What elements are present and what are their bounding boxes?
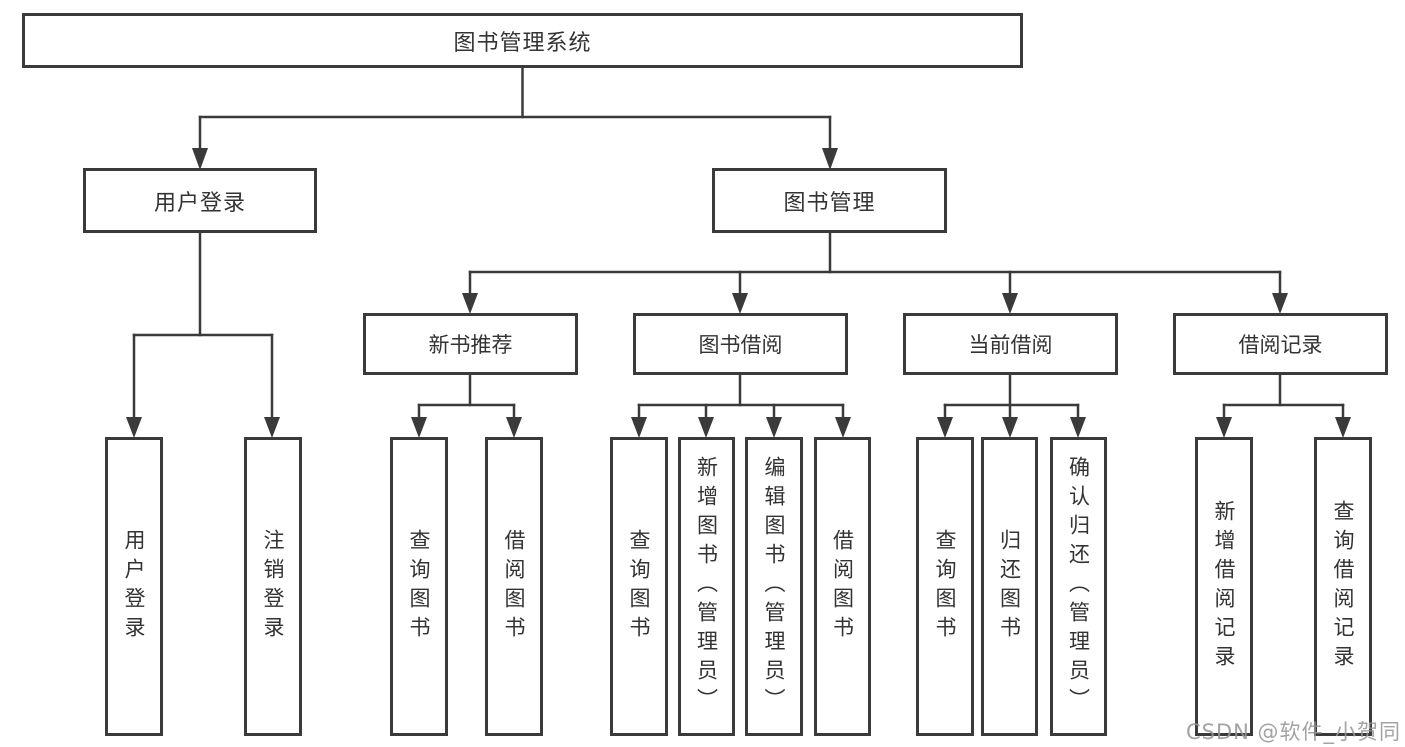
node-book-management: 图书管理 <box>712 168 947 233</box>
leaf-add-borrow-record: 新增借阅记录 <box>1195 437 1253 736</box>
node-borrowing-records: 借阅记录 <box>1173 313 1388 375</box>
node-book-borrowing: 图书借阅 <box>633 313 848 375</box>
leaf-logout: 注销登录 <box>244 437 302 736</box>
node-root: 图书管理系统 <box>22 13 1023 68</box>
leaf-return-book: 归还图书 <box>981 437 1038 736</box>
leaf-borrow-books: 借阅图书 <box>814 437 871 736</box>
arrowheads <box>126 148 1351 438</box>
node-new-book-recommend: 新书推荐 <box>363 313 578 375</box>
leaf-query-books-current: 查询图书 <box>916 437 974 736</box>
leaf-edit-book-admin: 编辑图书（管理员） <box>745 437 803 736</box>
csdn-watermark: CSDN @软件_小贺同学 <box>1186 720 1402 744</box>
leaf-query-books-recommend: 查询图书 <box>390 437 448 736</box>
leaf-borrow-books-recommend: 借阅图书 <box>485 437 543 736</box>
leaf-confirm-return-admin: 确认归还（管理员） <box>1050 437 1107 736</box>
node-user-login: 用户登录 <box>83 168 317 233</box>
node-current-borrowing: 当前借阅 <box>903 313 1118 375</box>
leaf-user-login: 用户登录 <box>105 437 163 736</box>
leaf-add-book-admin: 新增图书（管理员） <box>678 437 735 736</box>
leaf-query-borrow-record: 查询借阅记录 <box>1314 437 1372 736</box>
leaf-query-books-borrowing: 查询图书 <box>610 437 668 736</box>
